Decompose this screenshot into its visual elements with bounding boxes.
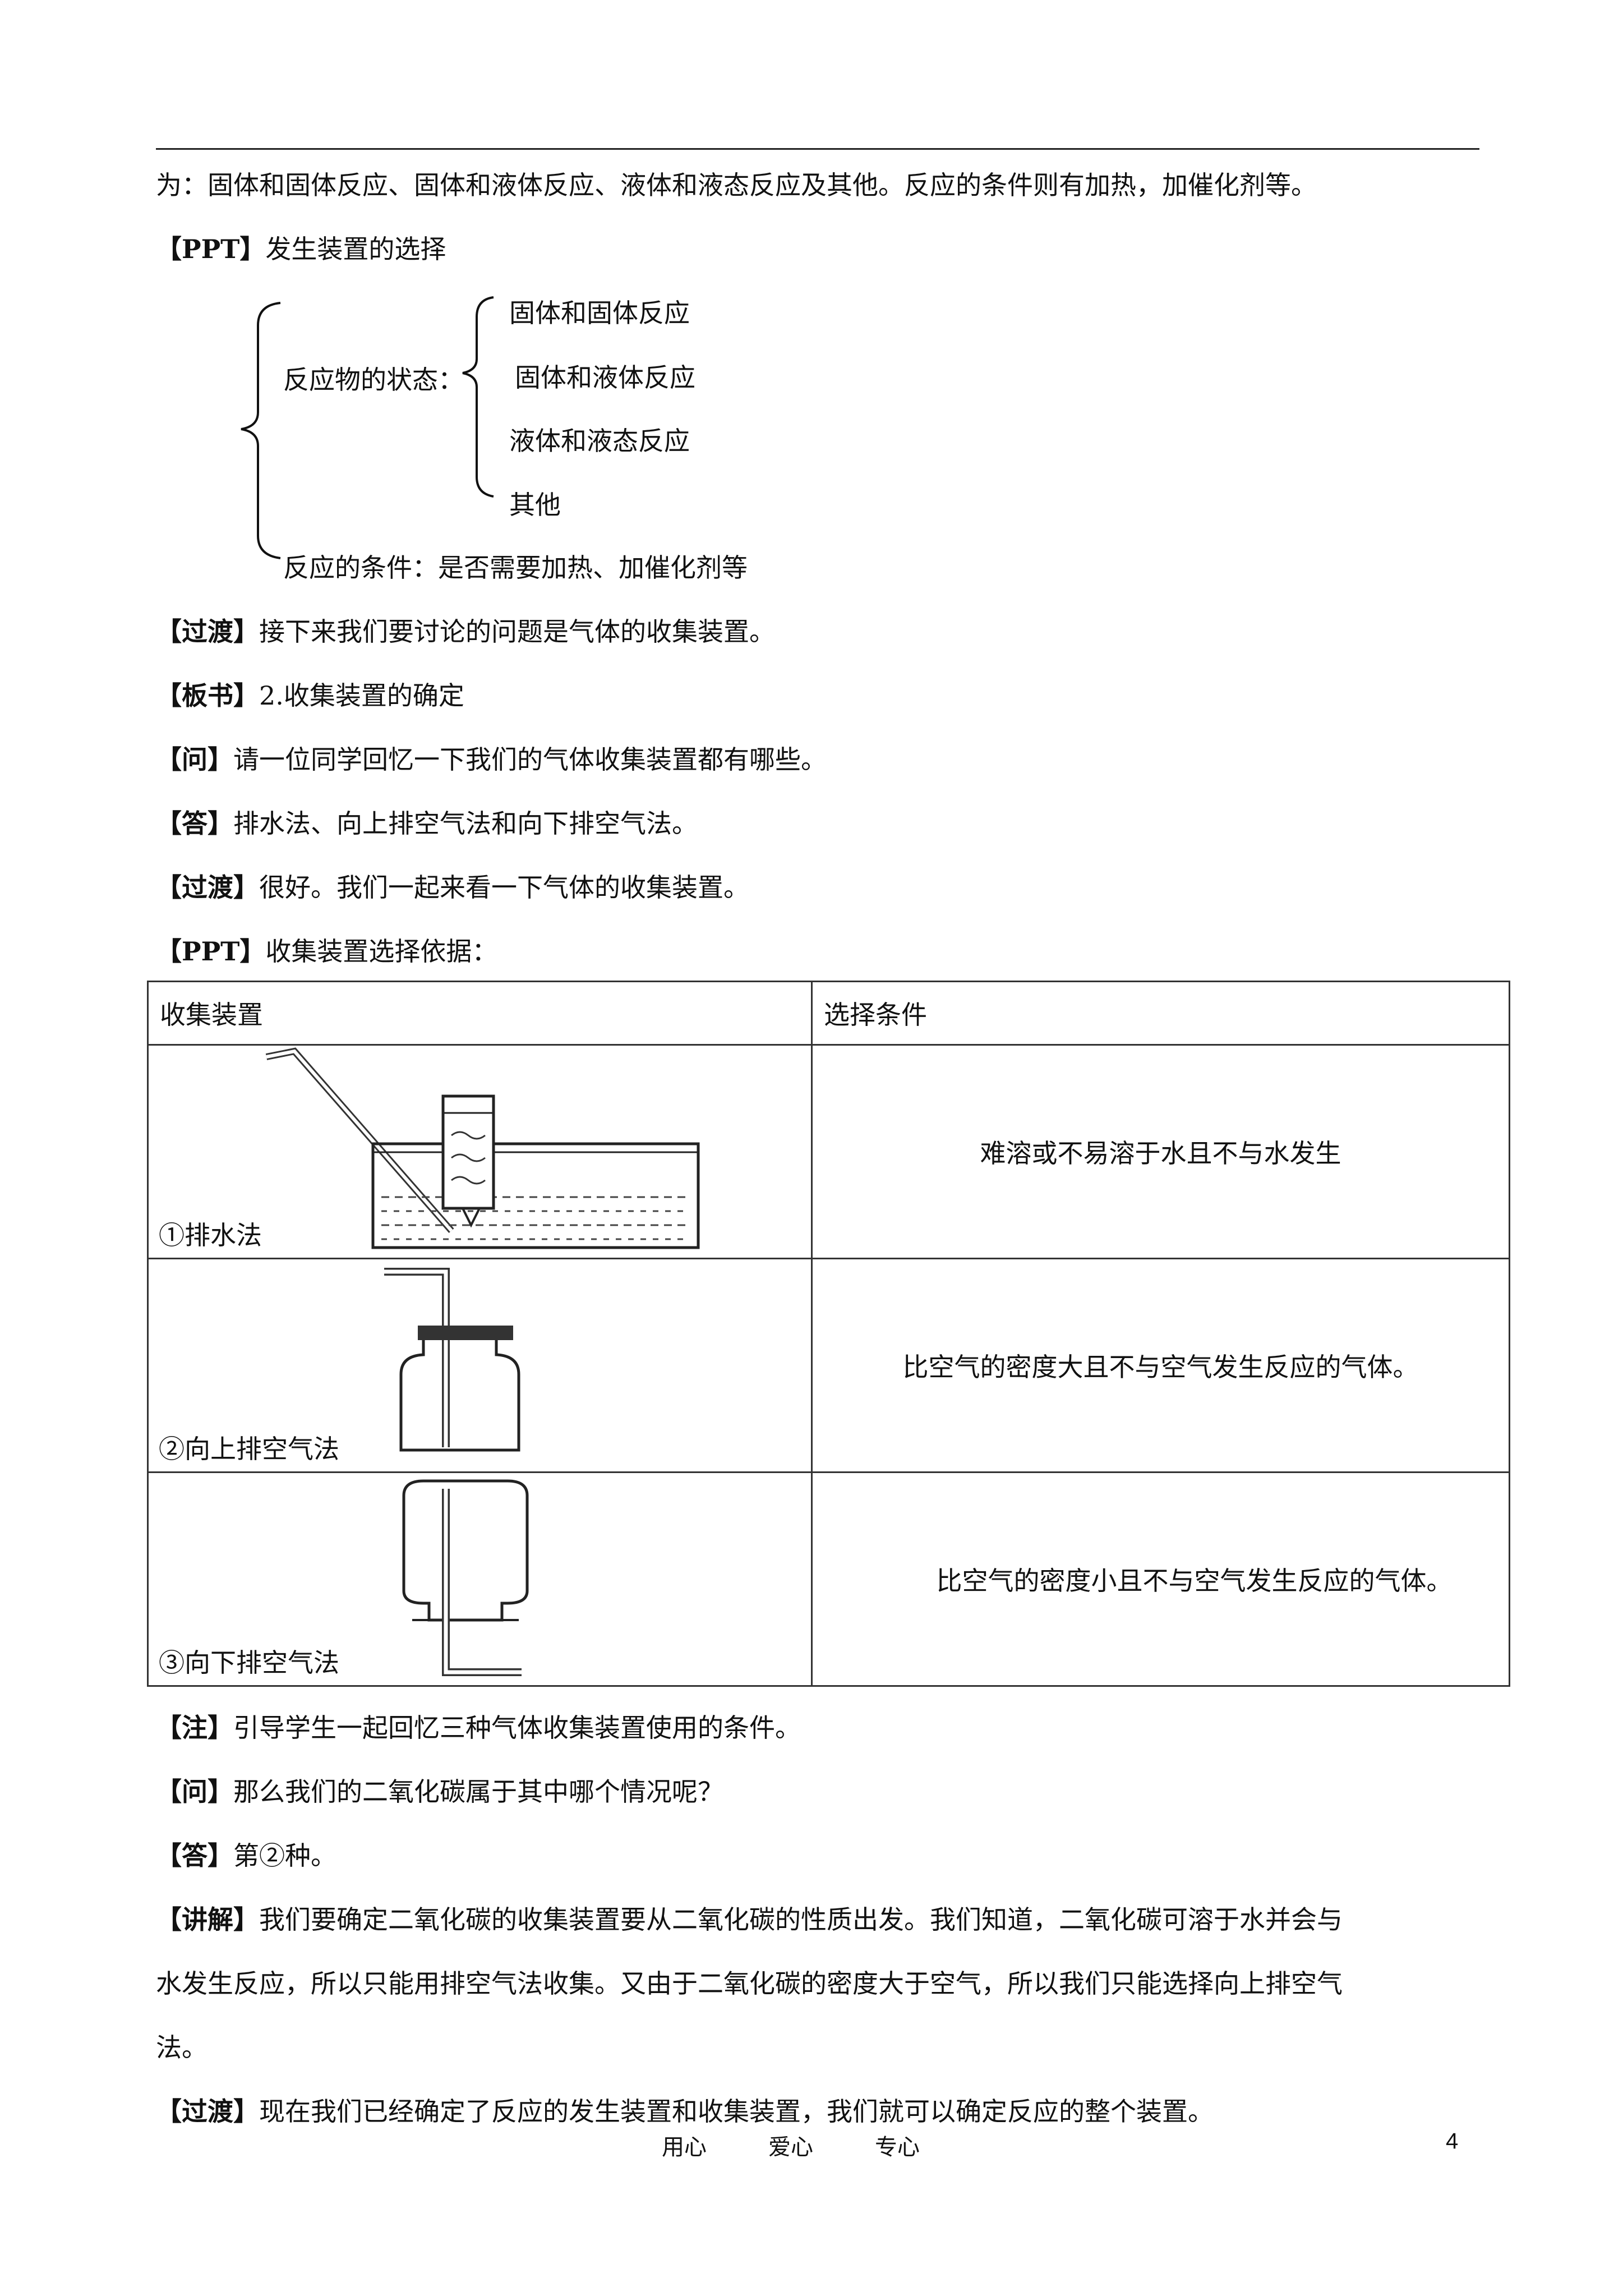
condition-cell: 比空气的密度小且不与空气发生反应的气体。 (811, 1471, 1510, 1687)
tree-item-liquid-liquid: 液体和液态反应 (509, 426, 690, 456)
dialogue-line: 【过渡】很好。我们一起来看一下气体的收集装置。 (156, 871, 749, 904)
table-header-condition: 选择条件 (811, 981, 1510, 1046)
after-tag: 【问】 (156, 1777, 233, 1807)
dialogue-tag: 【过渡】 (156, 872, 259, 903)
reaction-condition-label: 反应的条件：是否需要加热、加催化剂等 (283, 553, 748, 583)
dialogue-tag: 【过渡】 (156, 616, 259, 647)
after-text: 法。 (156, 2032, 208, 2063)
header-rule (156, 148, 1479, 150)
after-line: 【讲解】我们要确定二氧化碳的收集装置要从二氧化碳的性质出发。我们知道，二氧化碳可… (156, 1903, 1343, 1936)
after-text: 那么我们的二氧化碳属于其中哪个情况呢？ (233, 1777, 723, 1807)
dialogue-line: 【过渡】接下来我们要讨论的问题是气体的收集装置。 (156, 615, 775, 648)
after-line: 法。 (156, 2031, 208, 2064)
table-row: ③向下排空气法 比空气的密度小且不与空气发生反应的气体。 (147, 1471, 1510, 1687)
device-cell-water: ①排水法 (149, 1046, 811, 1258)
brace-lines (241, 296, 494, 559)
dialogue-text: 请一位同学回忆一下我们的气体收集装置都有哪些。 (233, 744, 827, 775)
downward-air-displacement-bottle-icon (402, 1479, 529, 1676)
ppt-heading: 【PPT】发生装置的选择 (156, 232, 446, 266)
after-text: 第②种。 (233, 1841, 336, 1871)
table-row: ①排水法 难溶或不易溶于水且不与水发生 (147, 1044, 1510, 1259)
dialogue-text: 排水法、向上排空气法和向下排空气法。 (233, 808, 698, 839)
dialogue-text: 收集装置选择依据： (265, 936, 498, 967)
device-cell-upward: ②向上排空气法 (149, 1259, 811, 1471)
after-line: 【注】引导学生一起回忆三种气体收集装置使用的条件。 (156, 1711, 801, 1745)
page-number: 4 (1446, 2129, 1459, 2154)
after-text: 引导学生一起回忆三种气体收集装置使用的条件。 (233, 1713, 801, 1743)
device-cell-downward: ③向下排空气法 (149, 1473, 811, 1685)
after-tag: 【讲解】 (156, 1904, 259, 1935)
after-line: 水发生反应，所以只能用排空气法收集。又由于二氧化碳的密度大于空气，所以我们只能选… (156, 1967, 1343, 2000)
dialogue-text: 2.收集装置的确定 (259, 680, 464, 711)
device-caption: ①排水法 (159, 1220, 262, 1250)
dialogue-text: 接下来我们要讨论的问题是气体的收集装置。 (259, 616, 775, 647)
ppt-heading-text: 发生装置的选择 (265, 234, 446, 264)
after-line: 【过渡】现在我们已经确定了反应的发生装置和收集装置，我们就可以确定反应的整个装置… (156, 2095, 1214, 2128)
device-caption: ③向下排空气法 (159, 1648, 339, 1678)
dialogue-line: 【答】排水法、向上排空气法和向下排空气法。 (156, 807, 698, 840)
water-displacement-apparatus-icon (265, 1047, 700, 1249)
dialogue-line: 【PPT】收集装置选择依据： (156, 935, 497, 968)
table-header-row: 收集装置 选择条件 (147, 981, 1510, 1046)
after-tag: 【答】 (156, 1841, 233, 1871)
dialogue-line: 【问】请一位同学回忆一下我们的气体收集装置都有哪些。 (156, 743, 827, 776)
device-caption: ②向上排空气法 (159, 1434, 339, 1464)
dialogue-line: 【板书】2.收集装置的确定 (156, 679, 464, 712)
tree-item-other: 其他 (509, 490, 561, 520)
after-tag: 【过渡】 (156, 2096, 259, 2127)
upward-air-displacement-bottle-icon (384, 1268, 520, 1452)
dialogue-tag: 【PPT】 (156, 936, 266, 967)
after-text: 水发生反应，所以只能用排空气法收集。又由于二氧化碳的密度大于空气，所以我们只能选… (156, 1968, 1343, 1999)
tree-item-solid-liquid: 固体和液体反应 (515, 362, 695, 393)
footer-slogan: 用心 爱心 专心 (662, 2129, 981, 2161)
condition-cell: 比空气的密度大且不与空气发生反应的气体。 (811, 1258, 1510, 1473)
paragraph-intro: 为：固体和固体反应、固体和液体反应、液体和液态反应及其他。反应的条件则有加热，加… (156, 170, 1317, 200)
footer-word: 爱心 (768, 2134, 813, 2160)
after-text: 现在我们已经确定了反应的发生装置和收集装置，我们就可以确定反应的整个装置。 (259, 2096, 1214, 2127)
collection-device-table: 收集装置 选择条件 (147, 981, 1510, 1687)
dialogue-tag: 【板书】 (156, 680, 259, 711)
reactant-state-label: 反应物的状态： (283, 365, 464, 395)
tree-item-solid-solid: 固体和固体反应 (509, 298, 690, 328)
dialogue-text: 很好。我们一起来看一下气体的收集装置。 (259, 872, 749, 903)
after-text: 我们要确定二氧化碳的收集装置要从二氧化碳的性质出发。我们知道，二氧化碳可溶于水并… (259, 1904, 1343, 1935)
after-line: 【答】第②种。 (156, 1839, 336, 1872)
dialogue-tag: 【答】 (156, 808, 233, 839)
ppt-tag: 【PPT】 (156, 234, 266, 264)
condition-cell: 难溶或不易溶于水且不与水发生 (811, 1044, 1510, 1259)
table-header-device: 收集装置 (147, 981, 813, 1046)
after-line: 【问】那么我们的二氧化碳属于其中哪个情况呢？ (156, 1775, 723, 1809)
footer-word: 专心 (875, 2134, 920, 2160)
footer-word: 用心 (662, 2134, 707, 2160)
table-row: ②向上排空气法 比空气的密度大且不与空气发生反应的气体。 (147, 1258, 1510, 1473)
after-tag: 【注】 (156, 1713, 233, 1743)
dialogue-tag: 【问】 (156, 744, 233, 775)
